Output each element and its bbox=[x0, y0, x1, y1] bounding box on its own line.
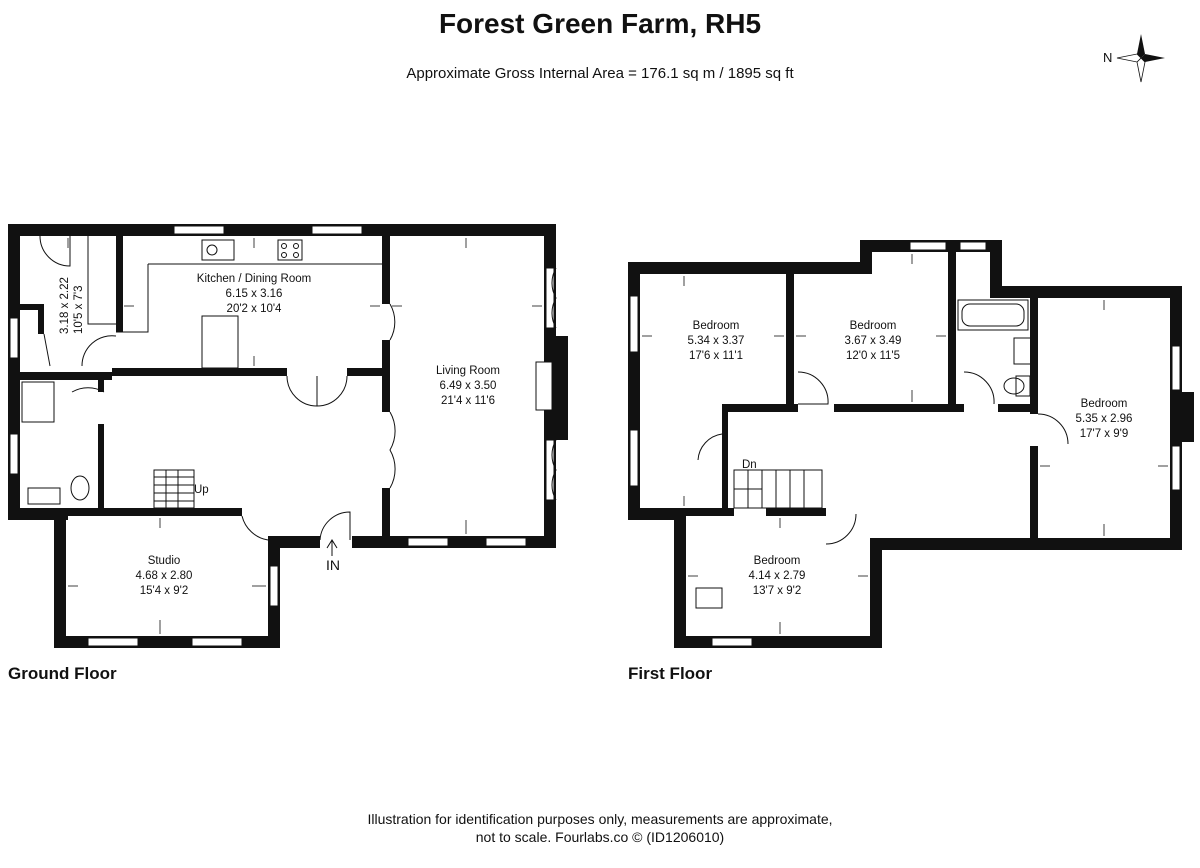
room-imperial-utility: 10'5 x 7'3 bbox=[73, 285, 85, 334]
first-floor-label: First Floor bbox=[628, 664, 713, 683]
room-name-bedroom-2: Bedroom bbox=[850, 320, 897, 332]
disclaimer-line-2: not to scale. Fourlabs.co © (ID1206010) bbox=[475, 829, 725, 845]
room-imperial-living: 21'4 x 11'6 bbox=[441, 395, 495, 407]
ground-stairs bbox=[153, 469, 195, 509]
room-name-bedroom-1: Bedroom bbox=[693, 320, 740, 332]
entrance-label: IN bbox=[326, 557, 340, 573]
room-imperial-bedroom-4: 13'7 x 9'2 bbox=[753, 585, 802, 597]
compass-icon: N bbox=[1103, 34, 1165, 83]
compass-north-label: N bbox=[1103, 50, 1112, 65]
room-name-bedroom-3: Bedroom bbox=[1081, 398, 1128, 410]
first-floor-stairs bbox=[733, 469, 823, 509]
room-name-bedroom-4: Bedroom bbox=[754, 555, 801, 567]
gross-area: Approximate Gross Internal Area = 176.1 … bbox=[406, 65, 794, 82]
room-metric-kitchen: 6.15 x 3.16 bbox=[226, 288, 283, 300]
room-name-studio: Studio bbox=[148, 555, 181, 567]
disclaimer-line-1: Illustration for identification purposes… bbox=[367, 811, 833, 827]
room-imperial-bedroom-3: 17'7 x 9'9 bbox=[1080, 428, 1129, 440]
room-imperial-studio: 15'4 x 9'2 bbox=[140, 585, 189, 597]
disclaimer: Illustration for identification purposes… bbox=[0, 810, 1200, 846]
room-metric-bedroom-1: 5.34 x 3.37 bbox=[688, 335, 745, 347]
room-name-kitchen: Kitchen / Dining Room bbox=[197, 273, 311, 285]
stairs-down-label: Dn bbox=[742, 459, 757, 471]
room-metric-studio: 4.68 x 2.80 bbox=[136, 570, 193, 582]
ground-floor-label: Ground Floor bbox=[8, 664, 117, 683]
room-name-living: Living Room bbox=[436, 365, 500, 377]
first-floor-plan bbox=[628, 240, 1194, 648]
room-imperial-bedroom-1: 17'6 x 11'1 bbox=[689, 350, 743, 362]
ground-floor-plan bbox=[8, 224, 568, 648]
room-imperial-bedroom-2: 12'0 x 11'5 bbox=[846, 350, 900, 362]
plan-title: Forest Green Farm, RH5 bbox=[438, 8, 762, 39]
stairs-up-label: Up bbox=[194, 484, 209, 496]
room-metric-utility: 3.18 x 2.22 bbox=[59, 277, 71, 334]
room-metric-bedroom-3: 5.35 x 2.96 bbox=[1076, 413, 1133, 425]
room-imperial-kitchen: 20'2 x 10'4 bbox=[227, 303, 283, 315]
room-metric-bedroom-2: 3.67 x 3.49 bbox=[845, 335, 902, 347]
room-metric-living: 6.49 x 3.50 bbox=[440, 380, 497, 392]
room-metric-bedroom-4: 4.14 x 2.79 bbox=[749, 570, 806, 582]
